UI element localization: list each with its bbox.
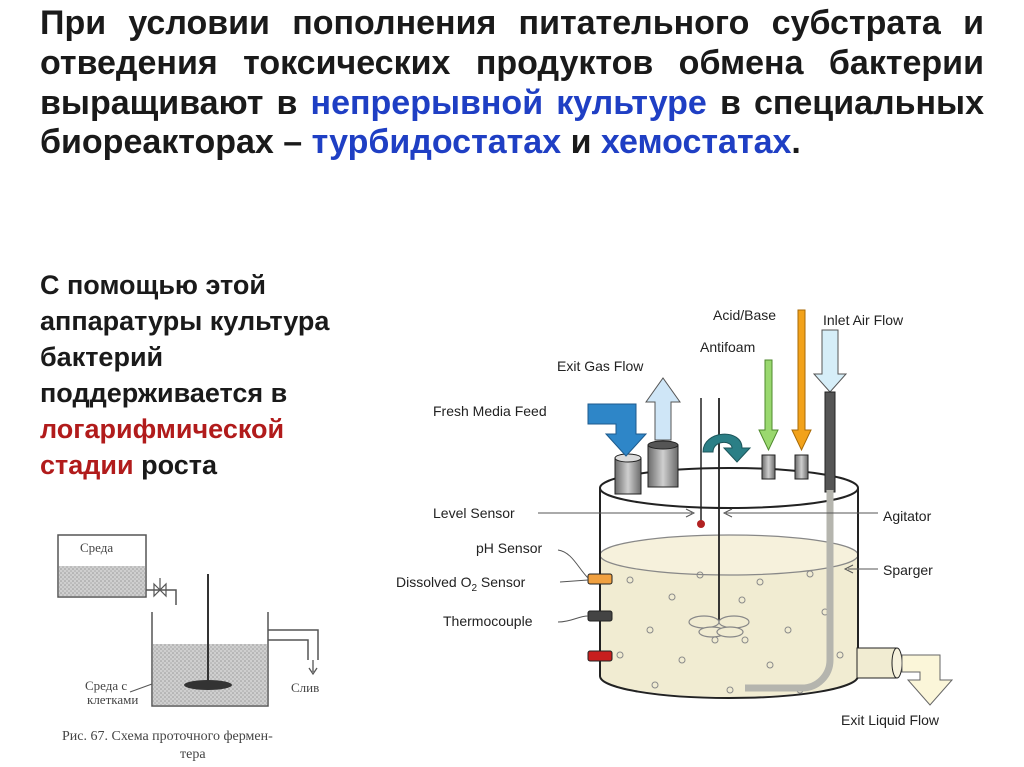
exit-gas-arrow-icon — [645, 377, 681, 441]
thermocouple-label: Thermocouple — [443, 613, 533, 629]
acid-base-arrow-icon — [791, 309, 812, 452]
agitator-label: Agitator — [883, 508, 932, 524]
dissolved-o2-sensor-plug — [587, 610, 613, 622]
fresh-media-port — [614, 457, 642, 495]
side-text-1: С помощью этой аппаратуры культура бакте… — [40, 270, 330, 408]
exit-liquid-label: Exit Liquid Flow — [841, 712, 940, 728]
fresh-media-label: Fresh Media Feed — [433, 403, 547, 419]
fresh-media-arrow-icon — [587, 403, 648, 457]
main-paragraph: При условии пополнения питательного субс… — [40, 4, 984, 163]
impeller-icon — [688, 615, 750, 638]
main-text-3: и — [561, 123, 601, 162]
valve-icon — [153, 582, 167, 598]
cells-label-line2: клетками — [87, 692, 138, 707]
medium-label: Среда — [80, 540, 113, 555]
exit-liquid-port — [856, 647, 898, 679]
cells-label-line1: Среда с — [85, 678, 127, 693]
figure-caption-line1: Рис. 67. Схема проточного фермен- — [62, 729, 273, 744]
medium-fill — [59, 566, 145, 596]
inlet-air-arrow-icon — [812, 329, 848, 393]
acid-base-label: Acid/Base — [713, 307, 776, 323]
culture-fill — [153, 644, 267, 705]
sparger-label: Sparger — [883, 562, 933, 578]
main-text-4: . — [791, 123, 801, 162]
drain-label: Слив — [291, 680, 319, 695]
medium-reservoir — [57, 534, 147, 598]
acid-base-port — [794, 454, 809, 480]
thermocouple-plug — [587, 650, 613, 662]
stirrer-blade-icon — [184, 680, 232, 690]
drain-pipe — [268, 629, 319, 660]
inlet-air-label: Inlet Air Flow — [823, 312, 904, 328]
antifoam-arrow-icon — [758, 359, 779, 452]
sparger-tube — [745, 490, 834, 692]
dissolved-o2-label: Dissolved O2 Sensor — [396, 574, 526, 594]
exit-liquid-arrow-icon — [901, 654, 954, 706]
ph-sensor-label: pH Sensor — [476, 540, 542, 556]
ph-sensor-plug — [587, 573, 613, 585]
figure-caption-line2: тера — [180, 747, 206, 762]
level-sensor-label: Level Sensor — [433, 505, 515, 521]
exit-gas-label: Exit Gas Flow — [557, 358, 644, 374]
main-text-1: При условии пополнения питательного субс… — [40, 4, 984, 122]
highlight-turbidostats: турбидостатах — [311, 123, 562, 162]
highlight-log-phase: логарифмической стадии — [40, 413, 285, 480]
side-text-2: роста — [133, 449, 217, 480]
rotation-arrow-icon — [702, 433, 752, 463]
culture-vessel — [151, 612, 269, 707]
exit-gas-port — [647, 444, 679, 488]
feed-pipe — [146, 589, 177, 605]
antifoam-label: Antifoam — [700, 339, 755, 355]
sparger-pipe — [824, 391, 836, 493]
side-paragraph: С помощью этой аппаратуры культура бакте… — [40, 268, 380, 483]
highlight-continuous-culture: непрерывной культуре — [310, 83, 707, 122]
main-text-2: в специальных биореакторах – — [40, 83, 985, 162]
antifoam-port — [761, 454, 776, 480]
highlight-chemostats: хемостатах — [600, 123, 792, 162]
